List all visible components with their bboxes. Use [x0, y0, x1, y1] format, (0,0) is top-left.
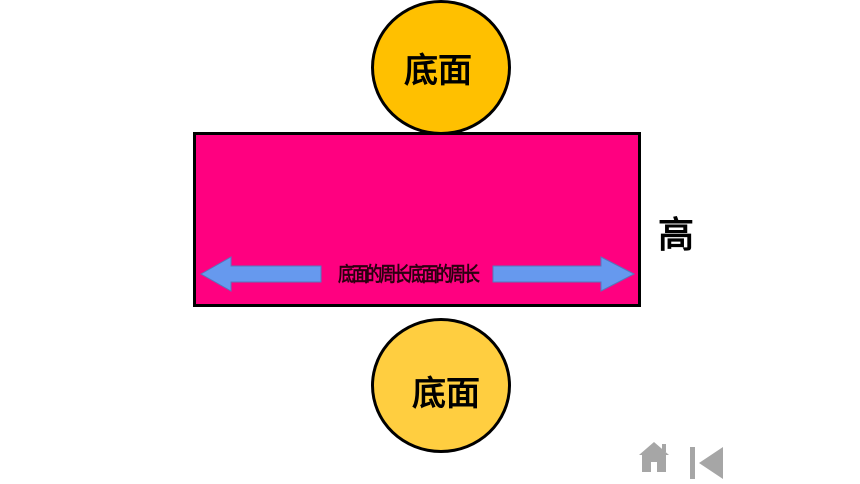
- right-arrow-icon: [492, 256, 636, 292]
- right-arrow-shape: [492, 256, 636, 292]
- home-icon[interactable]: [638, 441, 670, 473]
- bottom-base-circle: 底面: [371, 318, 511, 453]
- home-roof: [639, 442, 669, 455]
- home-door: [651, 462, 657, 472]
- base-perimeter-label: 底面的周长底面的周长: [338, 262, 480, 286]
- skip-to-start-icon[interactable]: [690, 447, 724, 479]
- left-arrow-shape: [199, 256, 322, 292]
- top-base-circle: 底面: [371, 0, 511, 135]
- left-arrow-icon: [199, 256, 322, 292]
- skip-bar: [690, 447, 695, 479]
- top-base-label: 底面: [404, 51, 472, 91]
- skip-triangle: [699, 447, 723, 479]
- height-label: 高: [658, 214, 695, 256]
- bottom-base-label: 底面: [412, 374, 480, 414]
- home-chimney: [662, 444, 666, 452]
